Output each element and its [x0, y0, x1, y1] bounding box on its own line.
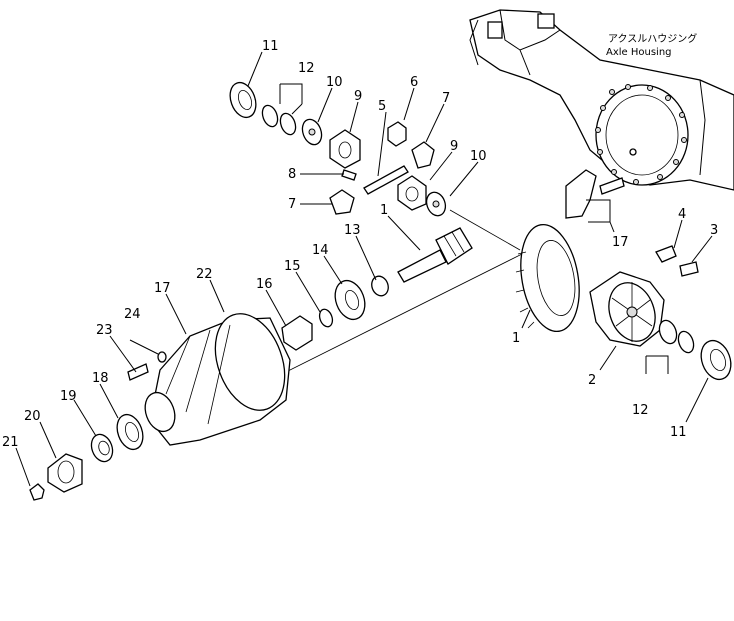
callout-18: 18	[92, 371, 109, 386]
callout-3: 3	[710, 223, 718, 238]
bearing-11-top	[229, 81, 257, 119]
shim-12-right	[658, 319, 695, 354]
axle-housing-label-jp: アクスルハウジング	[608, 32, 697, 45]
callout-10-mid: 10	[470, 149, 487, 164]
side-gear-9-mid	[397, 175, 427, 211]
callout-7-top: 7	[442, 91, 450, 106]
callout-12-right: 12	[632, 403, 649, 418]
pinion-7-top	[411, 141, 435, 169]
carrier-case-22	[144, 313, 291, 446]
callout-23: 23	[96, 323, 113, 338]
pin-8	[341, 169, 357, 181]
callout-14: 14	[312, 243, 329, 258]
assembly-center-line	[259, 234, 561, 386]
spacer-16	[281, 315, 313, 351]
callout-24: 24	[124, 307, 141, 322]
callout-8: 8	[288, 167, 296, 182]
shim-12-top	[261, 104, 297, 136]
callout-11-right: 11	[670, 425, 687, 440]
callout-21: 21	[2, 435, 19, 450]
callout-5: 5	[378, 99, 386, 114]
callout-15: 15	[284, 259, 301, 274]
differential-case-2	[589, 271, 665, 347]
callout-17-right: 17	[612, 235, 629, 250]
callout-19: 19	[60, 389, 77, 404]
block-6	[387, 121, 407, 147]
callout-17-left: 17	[154, 281, 171, 296]
callout-6: 6	[410, 75, 418, 90]
callout-16: 16	[256, 277, 273, 292]
callout-12-top: 12	[298, 61, 315, 76]
lock-plate-4	[655, 245, 677, 263]
shim-15	[318, 308, 334, 328]
ring-gear-1	[515, 223, 580, 333]
leader-lines	[15, 51, 713, 487]
bolt-3	[679, 261, 699, 277]
callout-10-top: 10	[326, 75, 343, 90]
bearing-14	[334, 279, 366, 321]
callout-9-top: 9	[354, 89, 362, 104]
assembly-center-line-2	[449, 209, 521, 251]
callout-4: 4	[678, 207, 686, 222]
nut-21	[29, 483, 45, 501]
thrust-washer-10-top	[301, 118, 323, 146]
callout-7-left: 7	[288, 197, 296, 212]
callout-1-ring: 1	[512, 331, 520, 346]
washer-24	[157, 351, 167, 363]
bolt-23	[127, 363, 149, 381]
axle-housing: アクスルハウジング Axle Housing	[469, 9, 734, 191]
side-gear-9-top	[329, 129, 361, 169]
callout-1-pinion: 1	[380, 203, 388, 218]
callout-22: 22	[196, 267, 213, 282]
drive-pinion-1	[397, 227, 473, 283]
pinion-7-left	[329, 189, 355, 215]
callout-9-mid: 9	[450, 139, 458, 154]
thrust-washer-10-mid	[425, 191, 447, 217]
callout-20: 20	[24, 409, 41, 424]
callout-13: 13	[344, 223, 361, 238]
spider-shaft-5	[363, 165, 409, 195]
callout-labels: 11 12 10 9 5 6 7 8 7 9 10 1 17 4 3 1 2 1…	[2, 39, 718, 450]
axle-housing-label-en: Axle Housing	[606, 47, 672, 58]
yoke-20	[47, 453, 83, 493]
bearing-11-right	[700, 339, 732, 381]
bearing-cap-17-right	[565, 169, 625, 219]
bearing-13	[371, 275, 389, 297]
callout-11-top: 11	[262, 39, 279, 54]
seal-19	[90, 433, 114, 463]
oil-seal-18	[116, 413, 144, 451]
callout-2: 2	[588, 373, 596, 388]
